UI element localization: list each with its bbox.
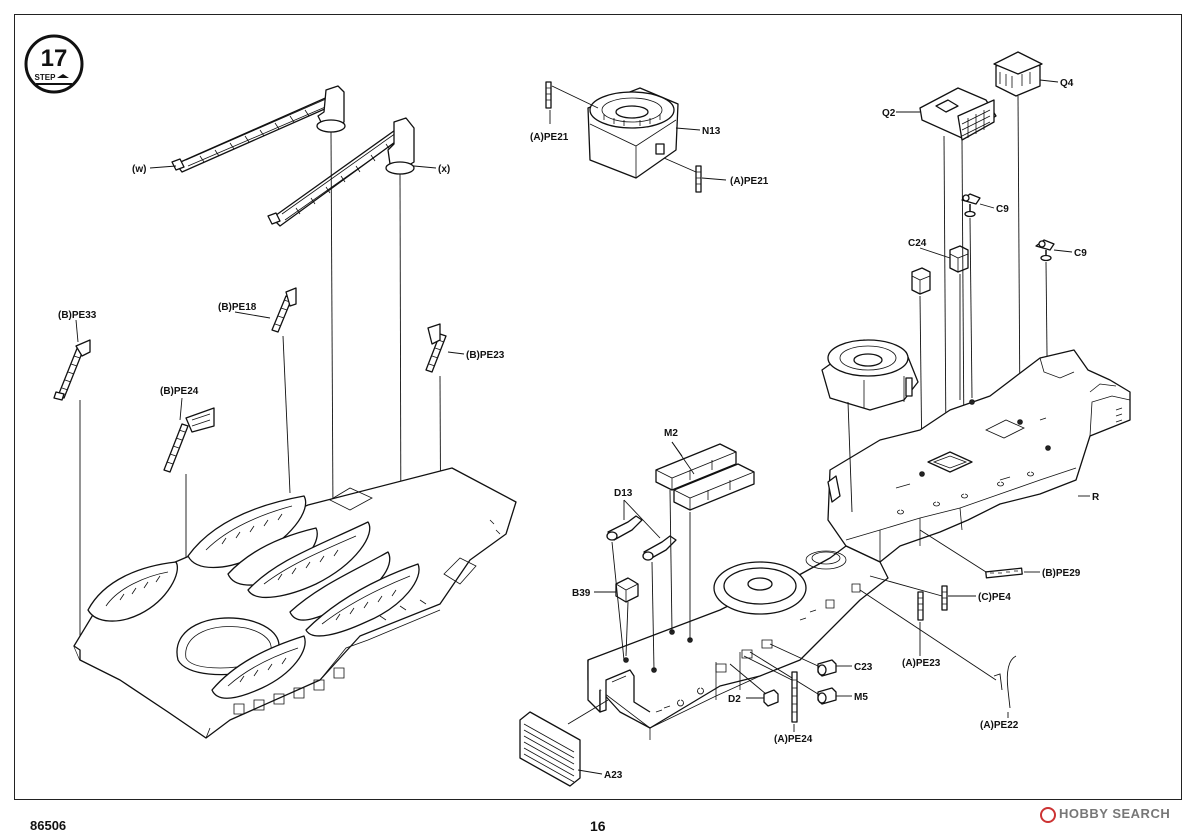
label-a23: A23 [604, 770, 623, 781]
label-c9-top: C9 [996, 204, 1009, 215]
part-m5 [817, 687, 837, 705]
part-m2 [655, 443, 755, 511]
label-a-pe23: (A)PE23 [902, 658, 941, 669]
label-b-pe33: (B)PE33 [58, 310, 97, 321]
label-x: (x) [438, 164, 450, 175]
superstructure-deck-r [587, 339, 1131, 740]
part-c9-mid [1035, 239, 1055, 262]
ladder-b-pe23-left [425, 323, 447, 373]
label-b-pe29: (B)PE29 [1042, 568, 1081, 579]
part-a-pe22 [993, 655, 1017, 709]
step-word: STEP [35, 73, 57, 82]
part-n13 [587, 87, 679, 179]
label-w: (w) [132, 164, 146, 175]
crane-x [267, 117, 415, 227]
label-m5: M5 [854, 692, 868, 703]
label-b-pe23: (B)PE23 [466, 350, 505, 361]
part-c23 [817, 659, 837, 677]
watermark-text: HOBBY SEARCH [1059, 806, 1171, 821]
label-a-pe21-right: (A)PE21 [730, 176, 769, 187]
label-n13: N13 [702, 126, 721, 137]
part-c9-top [961, 193, 981, 218]
label-a-pe24: (A)PE24 [774, 734, 813, 745]
part-b39 [615, 577, 639, 603]
label-c9-mid: C9 [1074, 248, 1087, 259]
label-c24: C24 [908, 238, 927, 249]
step-number: 17 [41, 45, 68, 72]
label-b-pe24: (B)PE24 [160, 386, 199, 397]
crane-w [171, 85, 346, 173]
label-q4: Q4 [1060, 78, 1074, 89]
part-a-pe24 [791, 671, 798, 723]
label-a-pe21-left: (A)PE21 [530, 132, 569, 143]
watermark-logo-icon [1040, 806, 1056, 823]
ladder-a-pe21-right [695, 165, 702, 193]
page-number: 16 [590, 818, 606, 834]
part-d2 [763, 689, 779, 707]
label-b39: B39 [572, 588, 591, 599]
label-b-pe18: (B)PE18 [218, 302, 257, 313]
model-number: 86506 [30, 818, 67, 833]
part-b-pe29 [985, 567, 1023, 579]
ladder-a-pe21-left [545, 81, 552, 109]
label-d2: D2 [728, 694, 741, 705]
label-c-pe4: (C)PE4 [978, 592, 1011, 603]
label-r: R [1092, 492, 1100, 503]
part-a-pe23 [917, 591, 924, 621]
part-c-pe4 [941, 585, 948, 611]
part-a23 [519, 711, 581, 787]
step-badge: 17 STEP [24, 34, 84, 94]
label-m2: M2 [664, 428, 678, 439]
instruction-page-frame [14, 14, 1182, 800]
lifeboats [87, 495, 420, 699]
part-d13 [606, 515, 677, 561]
part-c24 [911, 245, 969, 295]
label-q2: Q2 [882, 108, 896, 119]
part-q2 [919, 87, 997, 141]
ladder-b-pe18 [271, 287, 297, 333]
label-a-pe22: (A)PE22 [980, 720, 1019, 731]
ladder-b-pe24 [163, 407, 215, 473]
label-d13: D13 [614, 488, 633, 499]
watermark: HOBBY SEARCH [1040, 806, 1170, 823]
ladder-b-pe33 [53, 339, 91, 401]
part-q4 [993, 51, 1043, 97]
label-c23: C23 [854, 662, 873, 673]
